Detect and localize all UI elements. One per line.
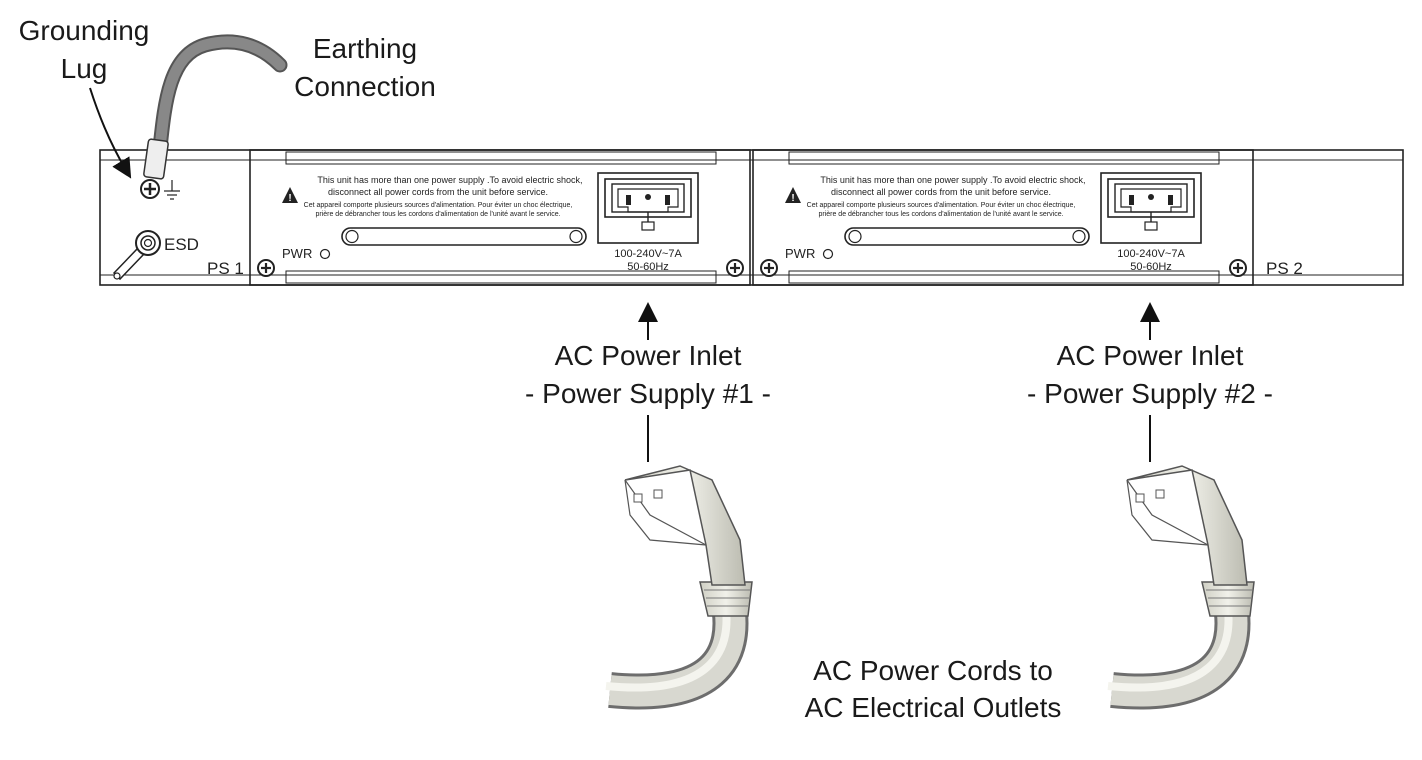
inlet2-label-line1: AC Power Inlet [1057, 340, 1244, 371]
pwr-led-icon [319, 248, 331, 260]
power-cord-2 [1107, 465, 1255, 710]
warning-text-en-2: disconnect all power cords from the unit… [328, 187, 548, 197]
svg-text:!: ! [288, 193, 291, 204]
ac-inlet[interactable] [597, 172, 699, 244]
warning-text-en-2: disconnect all power cords from the unit… [831, 187, 1051, 197]
chassis [99, 149, 1404, 286]
earthing-label-line2: Connection [294, 71, 436, 102]
grounding-lug-label-line1: Grounding [19, 15, 150, 46]
inlet2-label-line2: - Power Supply #2 - [1027, 378, 1273, 409]
warning-text-fr-2: prière de débrancher tous les cordons d'… [315, 211, 560, 218]
earth-ground-icon [164, 180, 180, 200]
power-cord-1 [605, 465, 753, 710]
earthing-label-line1: Earthing [313, 33, 417, 64]
warning-text-en-1: This unit has more than one power supply… [317, 175, 582, 185]
pwr-led-icon [822, 248, 834, 260]
psu-handle[interactable] [341, 227, 587, 246]
pwr-label: PWR [282, 246, 312, 261]
warning-text-en-1: This unit has more than one power supply… [820, 175, 1085, 185]
thumbscrew-left-icon[interactable] [760, 259, 778, 277]
rating-frequency: 50-60Hz [1130, 261, 1172, 273]
svg-text:!: ! [791, 193, 794, 204]
ps1-label: PS 1 [207, 259, 244, 278]
rating-voltage: 100-240V~7A [614, 248, 682, 260]
cords-label-line1: AC Power Cords to [813, 655, 1053, 686]
warning-text-fr-2: prière de débrancher tous les cordons d'… [818, 211, 1063, 218]
power-supply-1: ! This unit has more than one power supp… [249, 149, 751, 286]
cords-label-line2: AC Electrical Outlets [805, 692, 1062, 723]
inlet1-label-line1: AC Power Inlet [555, 340, 742, 371]
warning-icon: ! [785, 187, 801, 204]
grounding-lug-arrow [89, 87, 132, 179]
ac-inlet[interactable] [1100, 172, 1202, 244]
warning-icon: ! [282, 187, 298, 204]
ps2-label: PS 2 [1266, 259, 1303, 278]
rating-voltage: 100-240V~7A [1117, 248, 1185, 260]
power-supply-2: ! This unit has more than one power supp… [752, 149, 1254, 286]
pwr-label: PWR [785, 246, 815, 261]
esd-label: ESD [164, 235, 199, 254]
inlet1-label-line2: - Power Supply #1 - [525, 378, 771, 409]
ground-screw-icon [140, 179, 160, 199]
psu-handle[interactable] [844, 227, 1090, 246]
esd-jack-icon [112, 230, 161, 281]
thumbscrew-left-icon[interactable] [257, 259, 275, 277]
thumbscrew-right-icon[interactable] [1229, 259, 1247, 277]
warning-text-fr-1: Cet appareil comporte plusieurs sources … [807, 202, 1076, 209]
rating-frequency: 50-60Hz [627, 261, 669, 273]
grounding-lug [143, 138, 169, 180]
warning-text-fr-1: Cet appareil comporte plusieurs sources … [304, 202, 573, 209]
earthing-cable [143, 34, 288, 180]
thumbscrew-right-icon[interactable] [726, 259, 744, 277]
grounding-lug-label-line2: Lug [61, 53, 108, 84]
